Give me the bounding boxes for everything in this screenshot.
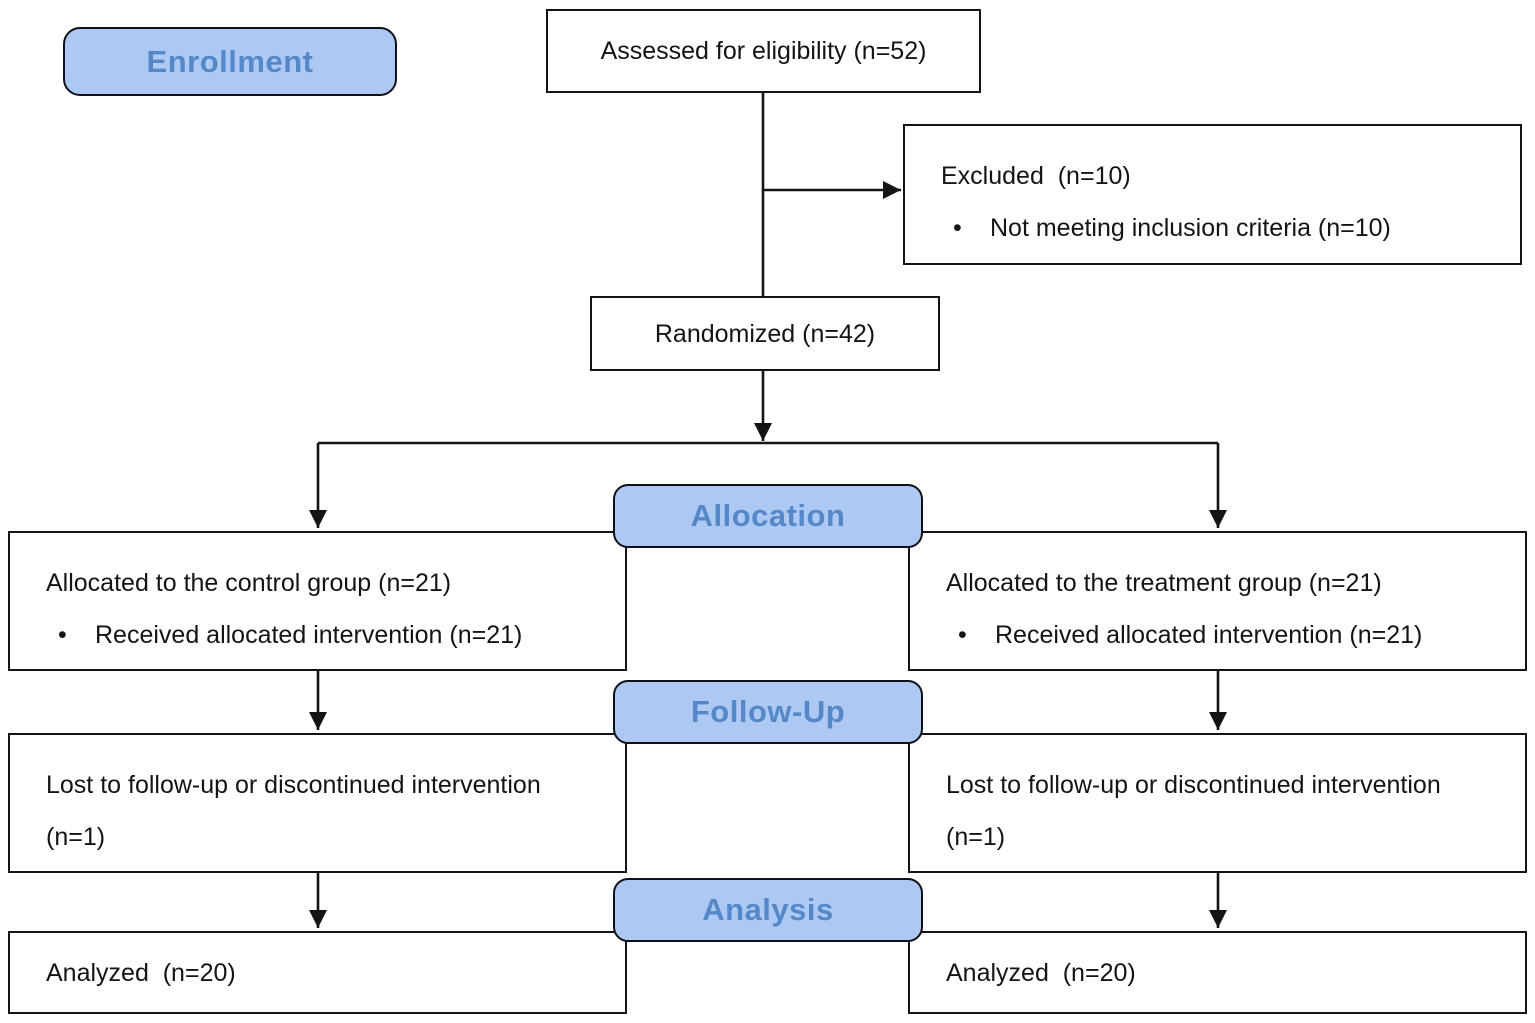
box-randomized: Randomized (n=42) bbox=[590, 296, 940, 371]
box-allocated-treatment: Allocated to the treatment group (n=21) … bbox=[908, 531, 1527, 671]
followup-treatment-line1: Lost to follow-up or discontinued interv… bbox=[946, 771, 1441, 799]
followup-control-line1: Lost to follow-up or discontinued interv… bbox=[46, 771, 541, 799]
followup-control-line2: (n=1) bbox=[46, 823, 106, 851]
allocated-control-bullet-item: • Received allocated intervention (n=21) bbox=[46, 619, 607, 651]
box-analyzed-treatment: Analyzed (n=20) bbox=[908, 931, 1527, 1014]
box-excluded: Excluded (n=10) • Not meeting inclusion … bbox=[903, 124, 1522, 265]
stage-label-analysis: Analysis bbox=[613, 878, 923, 942]
excluded-bullet-text: Not meeting inclusion criteria (n=10) bbox=[990, 214, 1391, 242]
allocated-treatment-bullet-text: Received allocated intervention (n=21) bbox=[995, 621, 1423, 649]
allocated-treatment-title: Allocated to the treatment group (n=21) bbox=[946, 569, 1382, 597]
randomized-text: Randomized (n=42) bbox=[654, 319, 876, 348]
stage-label-allocation: Allocation bbox=[613, 484, 923, 548]
allocated-treatment-bullet-item: • Received allocated intervention (n=21) bbox=[946, 619, 1507, 651]
allocated-control-title: Allocated to the control group (n=21) bbox=[46, 569, 452, 597]
stage-label-follow-up: Follow-Up bbox=[613, 680, 923, 744]
box-analyzed-control: Analyzed (n=20) bbox=[8, 931, 627, 1014]
followup-treatment-line2: (n=1) bbox=[946, 823, 1006, 851]
assessed-text: Assessed for eligibility (n=52) bbox=[600, 37, 927, 65]
bullet-dot-icon: • bbox=[958, 621, 967, 649]
bullet-dot-icon: • bbox=[953, 214, 962, 242]
box-allocated-control: Allocated to the control group (n=21) • … bbox=[8, 531, 627, 671]
stage-label-enrollment: Enrollment bbox=[63, 27, 397, 96]
box-assessed-for-eligibility: Assessed for eligibility (n=52) bbox=[546, 9, 981, 93]
analyzed-control-text: Analyzed (n=20) bbox=[46, 958, 236, 987]
bullet-dot-icon: • bbox=[58, 621, 67, 649]
allocated-control-bullet-text: Received allocated intervention (n=21) bbox=[95, 621, 523, 649]
excluded-bullet-item: • Not meeting inclusion criteria (n=10) bbox=[941, 212, 1502, 244]
box-followup-treatment: Lost to follow-up or discontinued interv… bbox=[908, 733, 1527, 873]
box-followup-control: Lost to follow-up or discontinued interv… bbox=[8, 733, 627, 873]
excluded-title: Excluded (n=10) bbox=[941, 162, 1131, 190]
analyzed-treatment-text: Analyzed (n=20) bbox=[946, 958, 1136, 987]
